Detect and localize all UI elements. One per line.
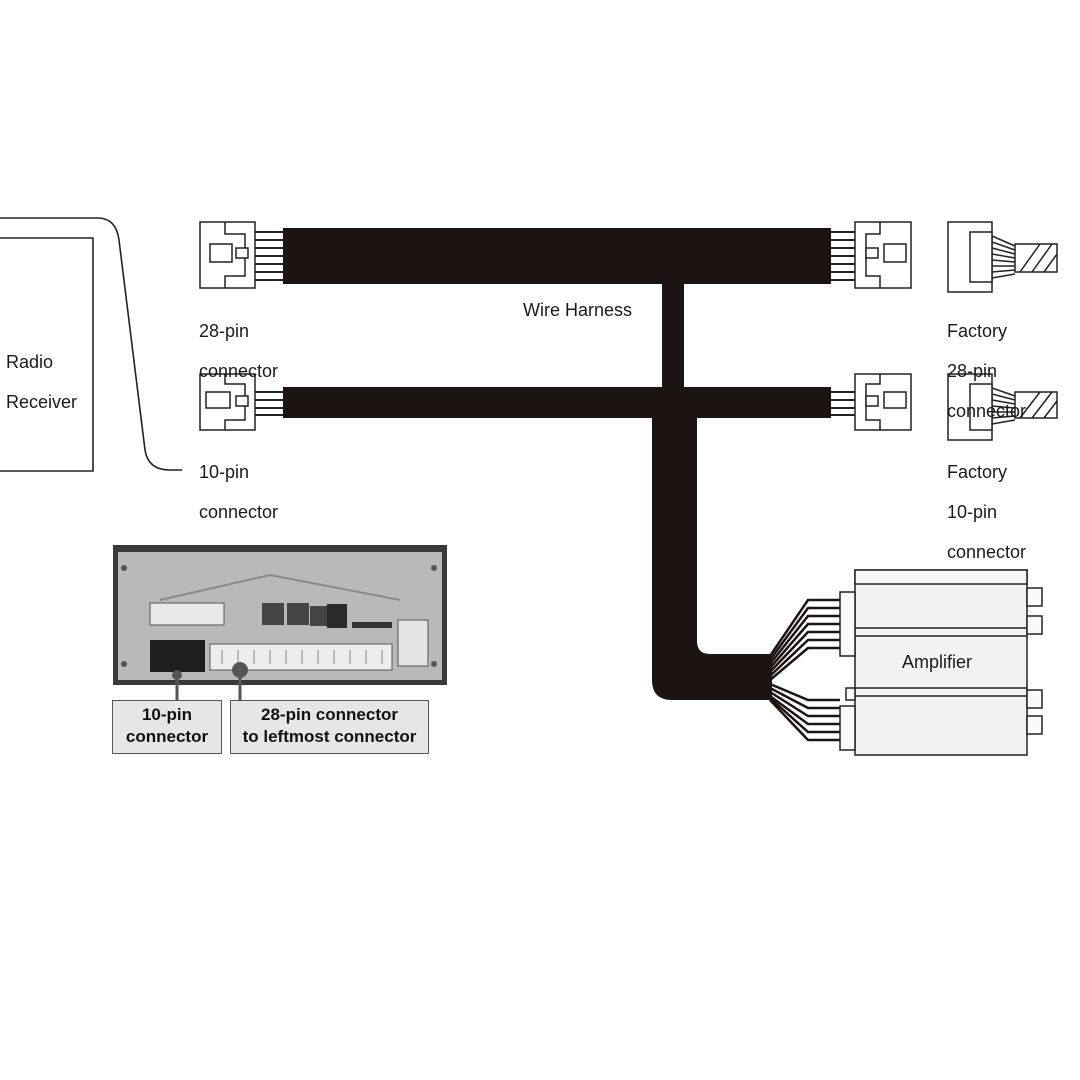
- radio-back-photo: [113, 545, 447, 700]
- harness-28pin-connector-right: [831, 221, 912, 289]
- factory-10pin-connector: [947, 373, 1058, 441]
- amplifier-label: Amplifier: [902, 652, 973, 672]
- radio-receiver-outline: [0, 217, 182, 472]
- amp-wires: [768, 598, 840, 742]
- factory-10pin-label: Factory 10-pin connector: [947, 462, 1027, 562]
- wire-harness-label: Wire Harness: [523, 300, 633, 320]
- harness-10pin-connector-right: [831, 373, 912, 431]
- harness-10pin-connector-left: [199, 373, 283, 431]
- radio-receiver-label: Radio Receiver: [6, 352, 78, 412]
- pin28-connector-label: 28-pin connector: [199, 321, 279, 381]
- factory-28pin-connector: [947, 221, 1058, 293]
- wire-harness: [283, 228, 831, 700]
- photo-callout-10pin: 10-pin connector: [112, 700, 222, 754]
- photo-callout-28pin: 28-pin connector to leftmost connector: [230, 700, 429, 754]
- factory-28pin-label: Factory 28-pin connector: [947, 321, 1027, 421]
- harness-28pin-connector-left: [199, 221, 283, 289]
- pin10-connector-label: 10-pin connector: [199, 462, 279, 522]
- amplifier-unit: [839, 569, 1043, 756]
